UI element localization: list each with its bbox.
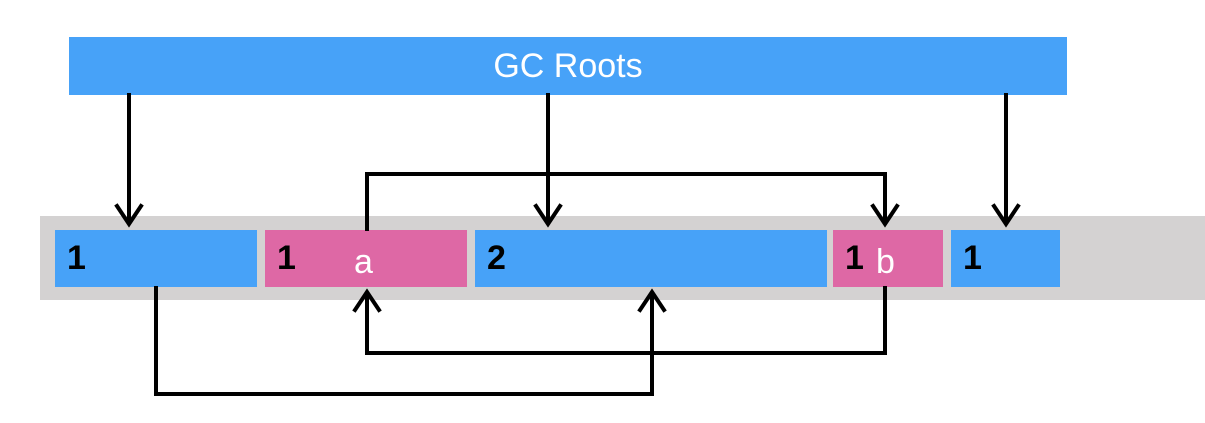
ref-count: 1 [845, 239, 864, 277]
object-tag: a [354, 243, 373, 281]
ref-count: 1 [67, 239, 86, 277]
gc-roots-box: GC Roots [69, 37, 1067, 95]
heap-object-a: 1 a [265, 230, 467, 287]
arrow-a-to-b [365, 172, 900, 231]
heap-object-2: 2 [475, 230, 827, 287]
arrow-root-to-object-2 [533, 93, 563, 228]
ref-count: 1 [277, 239, 296, 277]
arrow-root-to-object-right [991, 93, 1021, 228]
arrow-b-to-a [352, 286, 887, 355]
heap-object-1: 1 [55, 230, 257, 287]
heap-object-b: 1 b [833, 230, 943, 287]
object-tag: b [876, 243, 895, 281]
ref-count: 1 [963, 239, 982, 277]
arrow-root-to-object-1 [114, 93, 144, 228]
heap-object-1-right: 1 [951, 230, 1060, 287]
ref-count: 2 [487, 239, 506, 277]
gc-roots-label: GC Roots [493, 46, 643, 85]
arrow-object-1-to-object-2 [154, 286, 667, 396]
